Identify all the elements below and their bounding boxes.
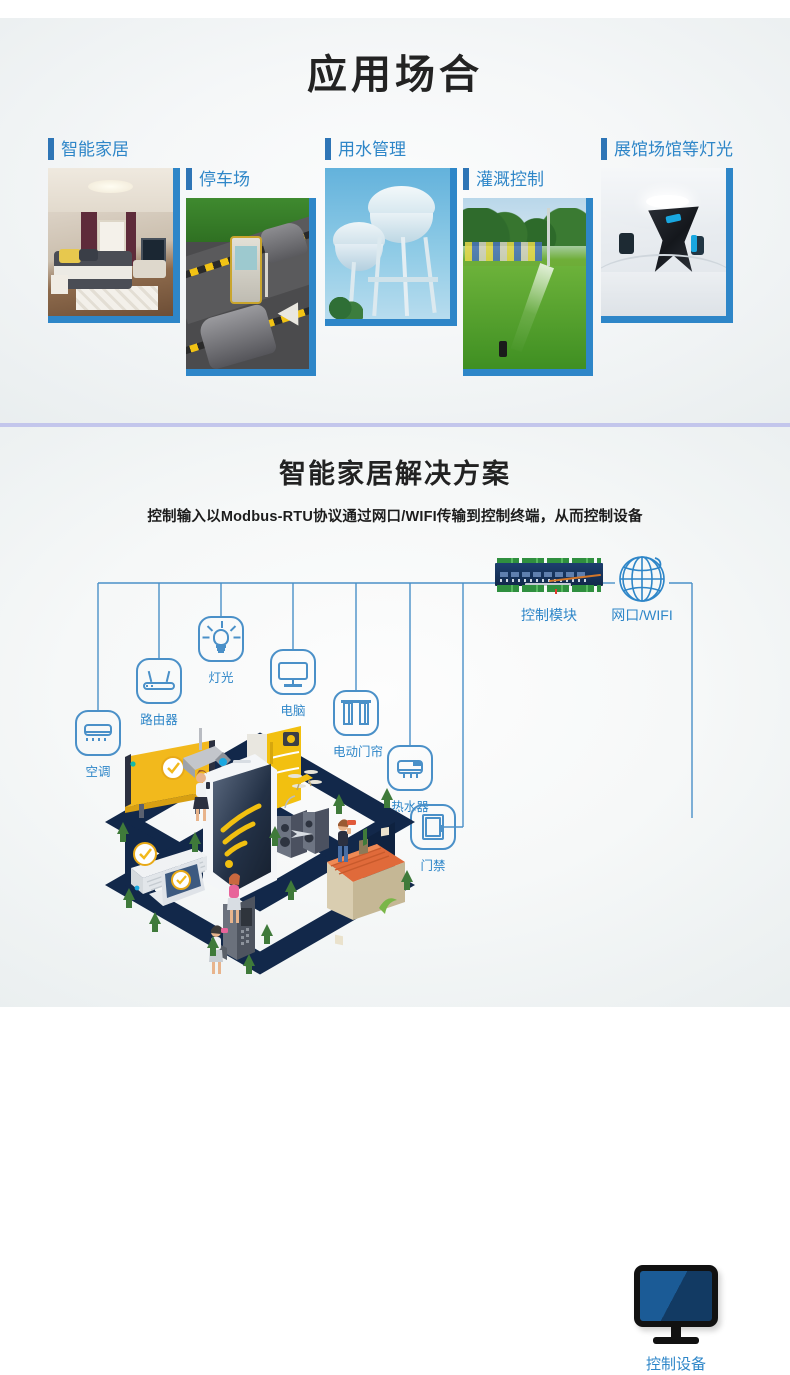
relay-row [500, 572, 586, 577]
application-scenarios-section: 应用场合 智能家居 停车场 [0, 0, 790, 423]
router-icon [136, 658, 182, 704]
light-bulb-icon [198, 616, 244, 662]
iso-smartphone [203, 754, 277, 900]
network-label: 网口/WIFI [611, 607, 673, 623]
label-accent-bar [601, 138, 607, 160]
node-label: 电动门帘 [333, 745, 384, 759]
relay-board-icon [495, 563, 603, 591]
iso-person-a [193, 769, 210, 821]
scenario-card-label-wrap: 停车场 [186, 168, 250, 190]
scenario-label: 用水管理 [338, 139, 406, 159]
scenario-photo-water-tower [325, 168, 450, 319]
iso-trees [117, 788, 413, 974]
scenario-photo-frame [463, 198, 593, 376]
control-module-board[interactable] [495, 557, 603, 594]
label-accent-bar [48, 138, 54, 160]
isometric-smart-home-illustration [95, 712, 425, 997]
node-label: 门禁 [420, 859, 446, 873]
scenario-label: 灌溉控制 [476, 169, 544, 189]
node-label: 空调 [85, 765, 111, 779]
page-title: 应用场合 [307, 53, 483, 97]
node-label: 灯光 [208, 671, 234, 685]
globe-icon [615, 552, 669, 606]
access-control-icon [410, 804, 456, 850]
water-heater-icon [387, 745, 433, 791]
node-air-conditioner[interactable]: 空调 [75, 710, 121, 780]
scenario-card-label-wrap: 灌溉控制 [463, 168, 544, 190]
control-device[interactable]: 控制设备 [634, 1265, 718, 1375]
terminal-strip-top-icon [497, 558, 601, 565]
control-module-label: 控制模块 [521, 607, 577, 623]
node-light[interactable]: 灯光 [198, 616, 244, 686]
iso-bush [379, 898, 397, 914]
iso-streak [291, 830, 313, 838]
scenario-photo-smart-home [48, 168, 173, 316]
node-access-control[interactable]: 门禁 [410, 804, 456, 874]
control-device-label: 控制设备 [645, 1356, 706, 1373]
scenario-label: 智能家居 [61, 139, 129, 159]
node-label: 电脑 [280, 704, 306, 718]
scenario-label: 停车场 [199, 169, 250, 189]
scenario-photo-frame [186, 198, 316, 376]
top-white-strip [0, 0, 790, 18]
iso-laptop [149, 860, 205, 906]
iso-house [327, 826, 405, 946]
node-electric-curtain[interactable]: 电动门帘 [333, 690, 384, 760]
scenario-card-label-wrap: 展馆场馆等灯光 [601, 138, 733, 160]
terminal-strip-bottom-icon [497, 585, 601, 592]
solution-title: 智能家居解决方案 [279, 459, 511, 489]
scenario-card-label-wrap: 智能家居 [48, 138, 129, 160]
node-router[interactable]: 路由器 [136, 658, 182, 728]
scenario-label: 展馆场馆等灯光 [614, 139, 733, 159]
iso-person-b [227, 873, 241, 923]
scenario-photo-irrigation [463, 198, 586, 369]
electric-curtain-icon [333, 690, 379, 736]
smart-home-solution-section: 智能家居解决方案 控制输入以Modbus-RTU协议通过网口/WIFI传输到控制… [0, 427, 790, 1373]
node-label: 路由器 [140, 713, 178, 727]
scenario-photo-frame [48, 168, 180, 323]
label-accent-bar [325, 138, 331, 160]
board-status-led [555, 589, 557, 594]
iso-person-d [338, 819, 356, 862]
label-accent-bar [186, 168, 192, 190]
terminal-row [500, 579, 586, 582]
air-conditioner-icon [75, 710, 121, 756]
monitor-base [653, 1337, 699, 1344]
monitor-icon [634, 1265, 718, 1327]
scenario-photo-frame [601, 168, 733, 323]
iso-drone [288, 770, 322, 791]
monitor-neck [671, 1327, 681, 1337]
scenario-photo-frame [325, 168, 457, 326]
scenario-photo-exhibition-hall [601, 168, 726, 316]
section-divider [0, 423, 790, 427]
computer-monitor-icon [270, 649, 316, 695]
scenario-photo-parking [186, 198, 309, 369]
node-computer[interactable]: 电脑 [270, 649, 316, 719]
scenario-card-label-wrap: 用水管理 [325, 138, 406, 160]
label-accent-bar [463, 168, 469, 190]
solution-subtitle: 控制输入以Modbus-RTU协议通过网口/WIFI传输到控制终端，从而控制设备 [147, 509, 643, 525]
iso-camera [183, 728, 231, 778]
